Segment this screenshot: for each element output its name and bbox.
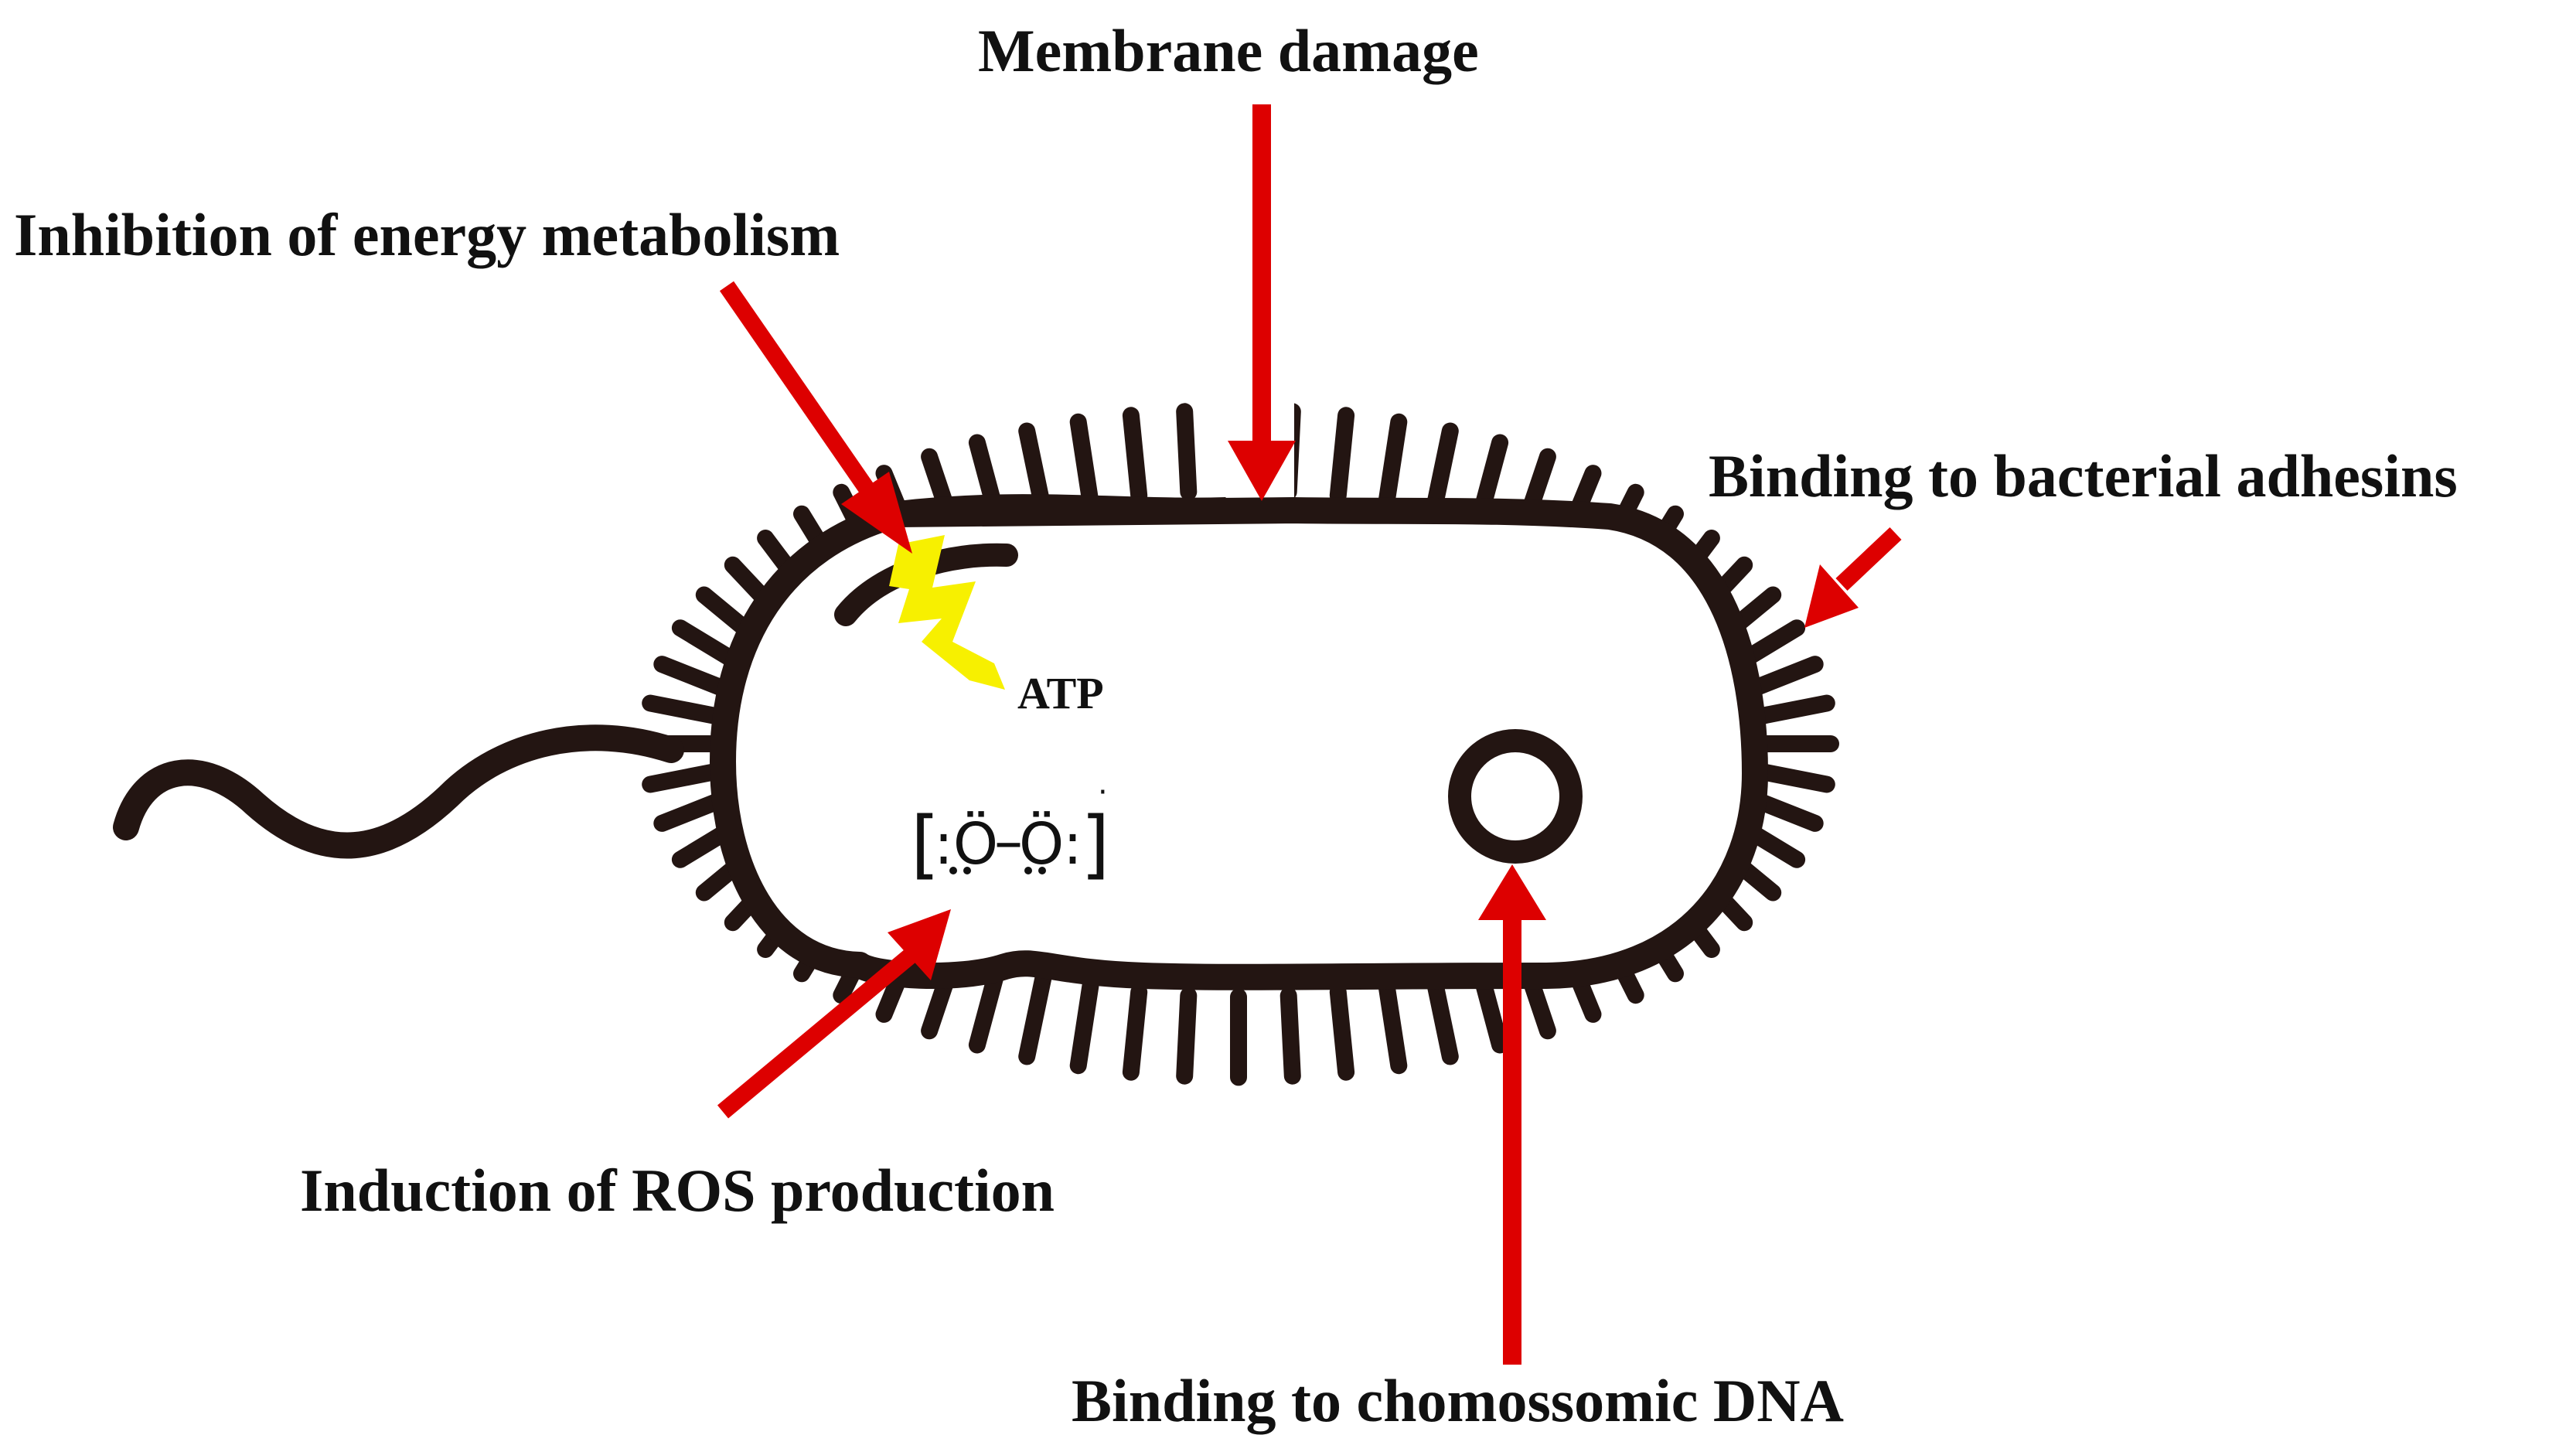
fimbria: [1378, 977, 1408, 1075]
fimbria: [1329, 407, 1355, 504]
energy-arrow-shaft: [719, 281, 880, 502]
dna-arrowhead: [1478, 864, 1546, 920]
ros-bracket-close: ]: [1081, 801, 1109, 888]
membrane-damage-arrowhead: [1228, 441, 1296, 501]
lone-pair-dot: [949, 867, 957, 874]
ros-arrowhead: [888, 909, 951, 980]
adhesins-arrowhead: [1804, 564, 1859, 628]
label-adhesins: Binding to bacterial adhesins: [1709, 442, 2458, 510]
fimbria: [1069, 977, 1099, 1075]
fimbria: [1329, 983, 1355, 1081]
ros-left-atom: :Ö: [934, 810, 998, 878]
ros-arrow-shaft: [717, 947, 918, 1119]
ros-bond: –: [994, 808, 1023, 874]
ros-right-atom: Ö:: [1019, 810, 1082, 878]
fimbria: [1176, 987, 1198, 1085]
fimbria: [1425, 969, 1459, 1065]
lone-pair-dot: [1038, 867, 1046, 874]
fimbria: [1069, 413, 1099, 510]
flagellum: [113, 724, 684, 859]
label-ros-production: Induction of ROS production: [300, 1157, 1055, 1224]
superoxide-symbol: [ :Ö – Ö: ] ·: [911, 775, 1109, 888]
adhesins-arrow-shaft: [1835, 527, 1902, 591]
lone-pair-dot: [1024, 867, 1032, 874]
fimbria: [1176, 403, 1198, 501]
energy-arrowhead: [841, 472, 912, 554]
fimbria: [1122, 983, 1148, 1081]
lone-pair-dot: [963, 867, 971, 874]
atp-label: ATP: [1017, 668, 1104, 718]
ros-charge: ·: [1098, 775, 1108, 810]
label-membrane-damage: Membrane damage: [978, 17, 1479, 84]
ros-bracket-open: [: [911, 801, 939, 888]
fimbria: [1122, 407, 1148, 504]
chromosomal-dna-ring: [1448, 729, 1583, 864]
fimbria: [1425, 422, 1459, 519]
fimbria: [1018, 969, 1052, 1065]
arrows: [717, 104, 1902, 1365]
lightning-bolt: [889, 535, 1005, 690]
fimbria: [1279, 987, 1301, 1085]
fimbria: [1378, 413, 1408, 510]
label-chromosomal-dna: Binding to chomossomic DNA: [1072, 1367, 1844, 1434]
label-energy-metabolism: Inhibition of energy metabolism: [14, 201, 840, 268]
